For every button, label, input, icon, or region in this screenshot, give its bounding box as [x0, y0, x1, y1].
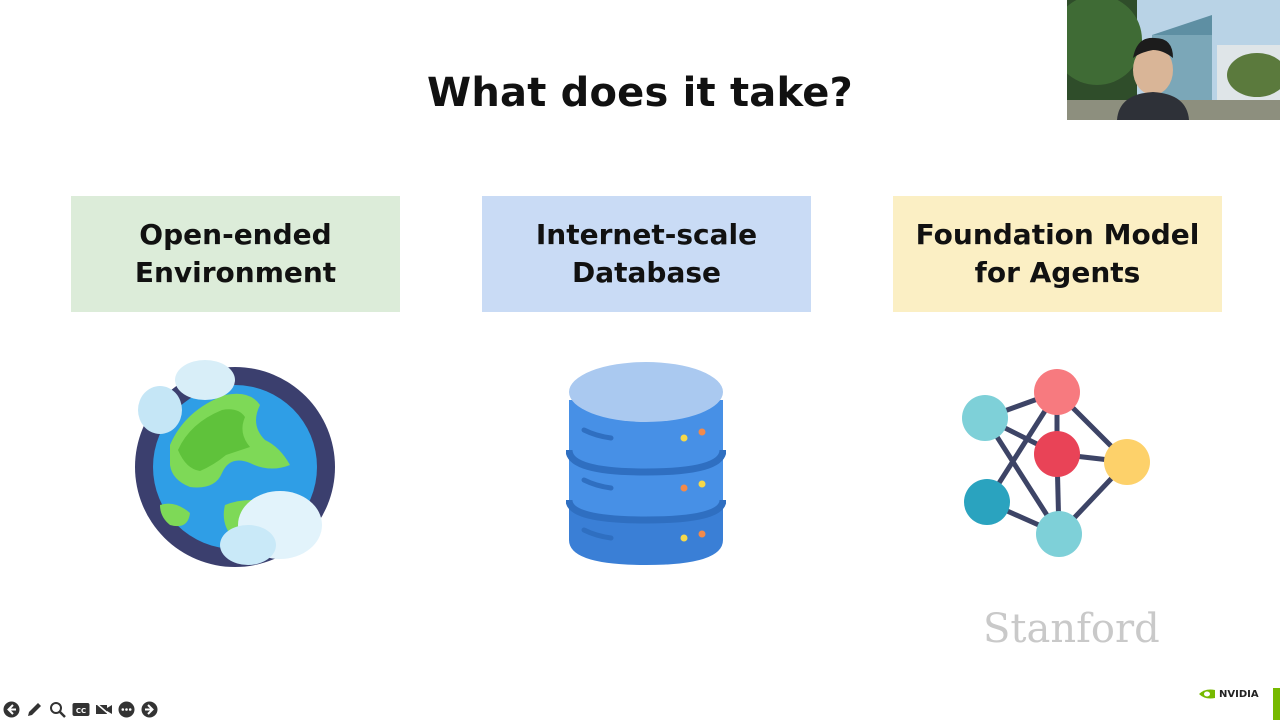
database-icon: [566, 362, 726, 565]
pen-icon[interactable]: [25, 700, 44, 719]
brand-accent-bar: [1273, 688, 1280, 720]
card-line: Environment: [134, 256, 337, 289]
nvidia-logo: NVIDIA: [1198, 686, 1259, 702]
card-line: Foundation Model: [915, 218, 1200, 251]
forward-arrow-icon[interactable]: [140, 700, 159, 719]
slide-title: What does it take?: [427, 70, 853, 116]
card-open-ended-environment: Open-ended Environment: [71, 196, 400, 312]
more-icon[interactable]: [117, 700, 136, 719]
network-graph-icon: [962, 369, 1150, 557]
webcam-image: [1067, 0, 1280, 120]
card-line: for Agents: [974, 256, 1141, 289]
captions-icon[interactable]: CC: [71, 700, 90, 719]
camera-off-icon[interactable]: [94, 700, 113, 719]
nvidia-eye-icon: [1199, 689, 1215, 699]
zoom-icon[interactable]: [48, 700, 67, 719]
nvidia-wordmark: NVIDIA: [1219, 688, 1259, 700]
card-internet-scale-database: Internet-scale Database: [482, 196, 811, 312]
card-line: Internet-scale: [535, 218, 758, 251]
card-line: Open-ended: [139, 218, 332, 251]
speaker-webcam: [1067, 0, 1280, 120]
back-arrow-icon[interactable]: [2, 700, 21, 719]
card-line: Database: [571, 256, 721, 289]
card-foundation-model: Foundation Model for Agents: [893, 196, 1222, 312]
player-toolbar: CC: [2, 699, 159, 719]
stanford-watermark: Stanford: [983, 606, 1160, 652]
globe-icon: [135, 360, 335, 567]
svg-text:CC: CC: [75, 707, 85, 715]
